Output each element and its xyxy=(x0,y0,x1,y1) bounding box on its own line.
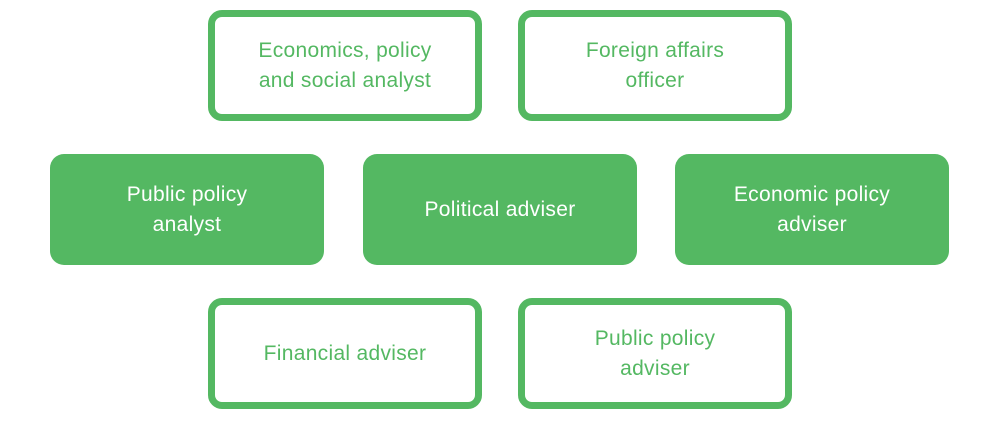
career-label-line: Foreign affairs xyxy=(585,38,725,62)
career-box-economic-policy-adviser: Economic policy adviser xyxy=(675,154,949,265)
career-label-line: Public policy xyxy=(126,182,248,206)
career-label-line: officer xyxy=(625,68,685,92)
career-label-line: Economic policy xyxy=(733,182,891,206)
career-box-financial-adviser: Financial adviser xyxy=(208,298,482,409)
career-label-line: adviser xyxy=(620,356,690,380)
career-label-line: Economics, policy xyxy=(258,38,432,62)
career-box-foreign-affairs-officer: Foreign affairs officer xyxy=(518,10,792,121)
career-label-line: Political adviser xyxy=(424,197,576,221)
career-label-line: and social analyst xyxy=(258,68,432,92)
career-label-line: analyst xyxy=(152,212,222,236)
career-label-line: adviser xyxy=(777,212,847,236)
career-box-public-policy-analyst: Public policy analyst xyxy=(50,154,324,265)
career-box-economics-policy-social-analyst: Economics, policy and social analyst xyxy=(208,10,482,121)
career-label-line: Public policy xyxy=(594,326,716,350)
career-box-public-policy-adviser: Public policy adviser xyxy=(518,298,792,409)
career-box-political-adviser: Political adviser xyxy=(363,154,637,265)
career-label-line: Financial adviser xyxy=(263,341,427,365)
